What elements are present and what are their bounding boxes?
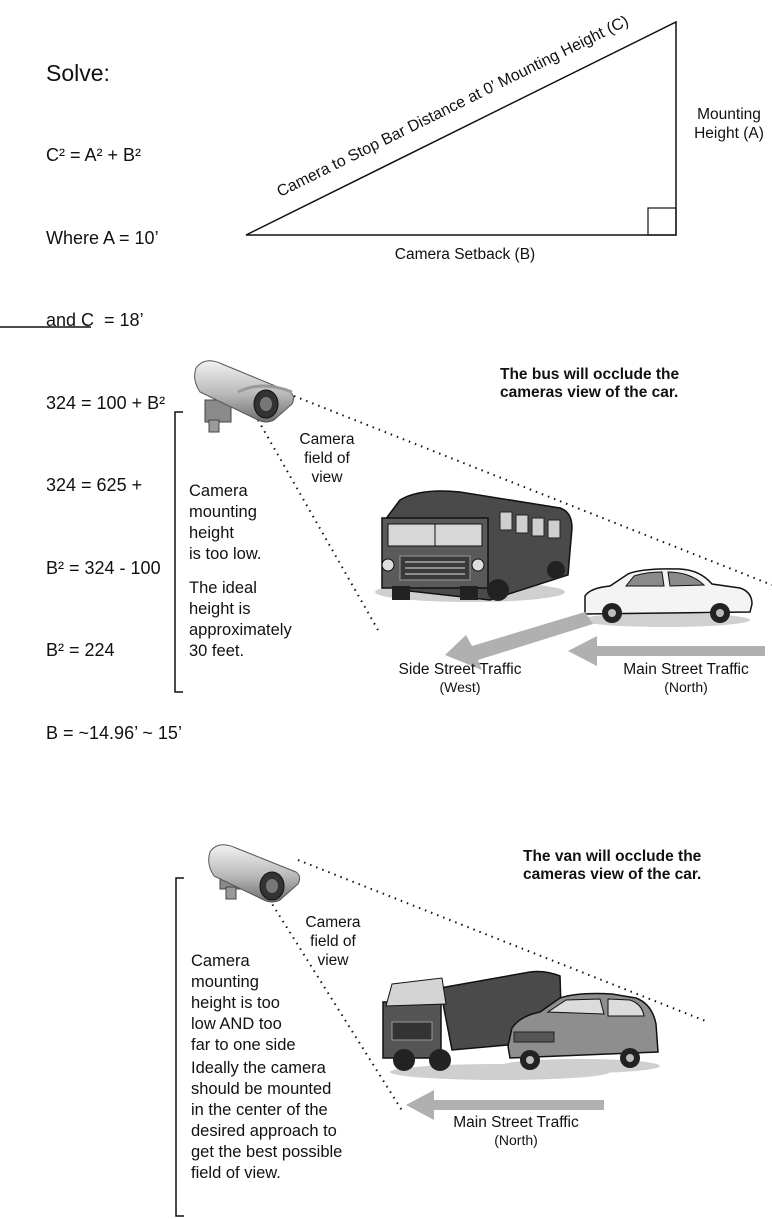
note-height-and-position: Camera mounting height is too low AND to…: [191, 952, 296, 1054]
equation-line: 324 = 100 + B²: [46, 392, 166, 413]
main-street-direction-1: (North): [664, 679, 708, 695]
solve-block: Solve: C² = A² + B² Where A = 10’ and C …: [46, 4, 182, 775]
fov-label-1: Camera field of view: [299, 431, 355, 486]
equation-line: 324 = 625 +: [46, 475, 143, 495]
note-ideal-position: Ideally the camera should be mounted in …: [191, 1059, 343, 1182]
right-angle-marker: [647, 207, 677, 236]
headline-1: The bus will occlude the cameras view of…: [500, 366, 680, 401]
equation-line: and C = 18’: [46, 310, 144, 330]
right-triangle: [245, 20, 677, 236]
vertical-side-label: Mounting Height (A): [694, 106, 764, 142]
side-street-direction: (West): [439, 679, 481, 695]
note-ideal-height: The ideal height is approximately 30 fee…: [189, 579, 292, 660]
fov-lines-1: [257, 395, 772, 631]
camera-icon: [208, 844, 301, 903]
equation-line: B = ~14.96’ ~ 15’: [46, 722, 182, 743]
equation-line: B² = 224: [46, 640, 115, 660]
height-bracket-2: [175, 877, 184, 1217]
equation-line: B² = 324 - 100: [46, 557, 161, 578]
car-icon: [580, 568, 753, 627]
main-street-direction-2: (North): [494, 1132, 538, 1148]
base-label: Camera Setback (B): [394, 246, 536, 263]
main-street-label-1: Main Street Traffic: [623, 661, 749, 678]
height-bracket-1: [174, 411, 183, 693]
main-street-arrow-1: [568, 636, 765, 666]
side-street-arrow: [445, 612, 593, 670]
solve-title: Solve:: [46, 60, 110, 86]
equation-line: C² = A² + B²: [46, 145, 142, 165]
camera-icon: [194, 360, 295, 433]
van-icon: [500, 992, 660, 1073]
bus-icon: [375, 490, 573, 602]
equation-line: Where A = 10’: [46, 227, 159, 248]
main-street-label-2: Main Street Traffic: [453, 1114, 579, 1131]
fov-label-2: Camera field of view: [305, 914, 361, 969]
main-street-arrow-2: [406, 1090, 604, 1120]
side-street-label: Side Street Traffic: [398, 661, 522, 678]
note-height-too-low: Camera mounting height is too low.: [189, 482, 262, 563]
headline-2: The van will occlude the cameras view of…: [523, 848, 702, 883]
